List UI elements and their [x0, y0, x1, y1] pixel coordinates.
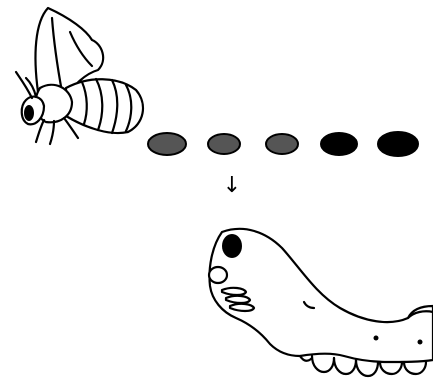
- adult-moth: [16, 8, 143, 144]
- egg: [378, 132, 418, 156]
- caterpillar-true-leg: [222, 288, 246, 295]
- caterpillar-spiracle: [374, 336, 379, 341]
- down-arrow-icon: ↓: [223, 173, 241, 198]
- caterpillar-proleg: [380, 362, 402, 374]
- egg: [266, 134, 298, 154]
- egg-row: [148, 132, 418, 156]
- moth-eye: [24, 105, 34, 121]
- caterpillar-proleg: [312, 356, 334, 372]
- egg: [148, 133, 186, 155]
- caterpillar-head-spot: [222, 234, 242, 258]
- caterpillar-proleg: [334, 358, 356, 374]
- caterpillar-true-leg: [230, 304, 254, 311]
- caterpillar-proleg: [404, 362, 426, 374]
- moth-leg: [50, 121, 54, 144]
- caterpillar: [209, 229, 433, 376]
- caterpillar-spiracle: [418, 340, 423, 345]
- caterpillar-mouth: [209, 267, 227, 283]
- caterpillar-proleg-cap: [300, 356, 312, 361]
- egg: [208, 134, 240, 154]
- moth-antenna: [16, 72, 32, 98]
- caterpillar-true-leg: [226, 296, 250, 303]
- egg: [321, 133, 357, 155]
